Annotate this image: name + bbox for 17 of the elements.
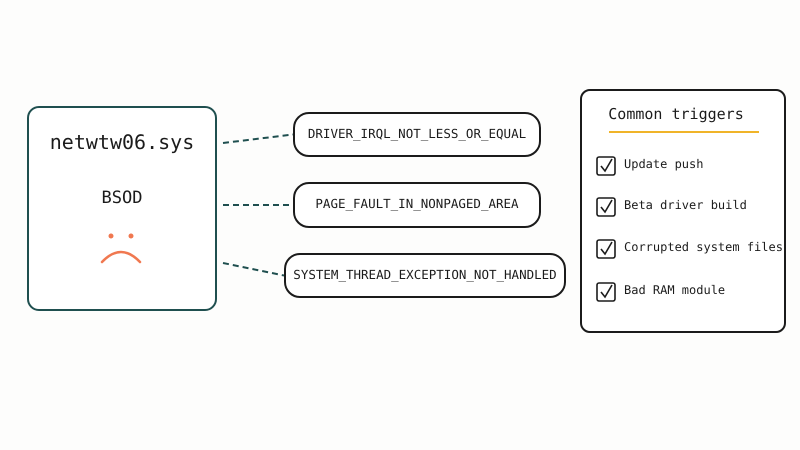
error-code: DRIVER_IRQL_NOT_LESS_OR_EQUAL (306, 126, 528, 140)
connector-line (222, 262, 284, 276)
error-code-pill (284, 253, 566, 298)
error-code-pill (293, 182, 541, 228)
checklist-item: Beta driver build (624, 198, 747, 212)
checklist-item: Update push (624, 157, 704, 171)
checklist-panel (580, 89, 786, 333)
error-title: BSOD (100, 188, 144, 208)
error-code: PAGE_FAULT_IN_NONPAGED_AREA (314, 196, 520, 211)
error-code-pill (293, 112, 541, 157)
connector-line (222, 134, 294, 144)
checklist-item: Corrupted system files (624, 240, 783, 254)
panel-heading: Common triggers (607, 105, 745, 123)
driver-card (27, 106, 217, 311)
checklist-item: Bad RAM module (624, 283, 726, 297)
file-name: netwtw06.sys (48, 130, 196, 154)
error-code: SYSTEM_THREAD_EXCEPTION_NOT_HANDLED (292, 266, 558, 282)
